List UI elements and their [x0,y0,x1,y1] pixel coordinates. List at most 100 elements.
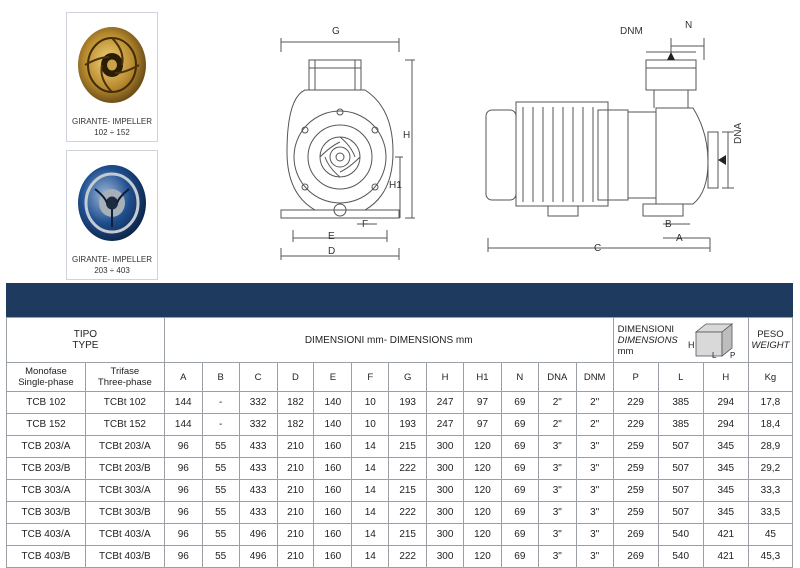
table-cell: 17,8 [747,391,794,414]
table-cell: 2" [537,391,577,414]
impeller-caption-label: GIRANTE- IMPELLER [71,255,152,264]
table-cell: 3" [537,479,577,502]
column-header: B [201,362,240,392]
table-cell: 210 [276,501,315,524]
table-cell: 96 [163,457,203,480]
table-cell: 496 [238,545,278,568]
table-cell: 55 [201,523,240,546]
impeller-thumbnail-steel: GIRANTE- IMPELLER 203 ÷ 403 [66,150,158,280]
table-cell: 69 [500,523,539,546]
table-cell: 210 [276,523,315,546]
table-cell: 421 [702,545,749,568]
table-cell: 345 [702,435,749,458]
table-cell: 96 [163,479,203,502]
table-cell: 96 [163,501,203,524]
box-dimensions-icon: H L P [688,323,735,360]
table-cell: 18,4 [747,413,794,436]
table-cell: 55 [201,457,240,480]
dimension-label-c: C [594,243,602,254]
table-cell: 3" [575,479,614,502]
column-header: L [657,362,704,392]
table-cell: 140 [313,391,353,414]
table-cell: 259 [612,501,659,524]
table-cell: 3" [575,457,614,480]
column-header: Kg [747,362,794,392]
table-cell: 229 [612,413,659,436]
table-cell: 69 [500,479,539,502]
table-cell: 160 [313,545,353,568]
table-cell: 433 [238,479,278,502]
tipo-label: TIPO [73,329,98,340]
tipo-type-header: TIPO TYPE [6,317,165,363]
column-header: DNA [537,362,577,392]
model-three-phase: TCBt 203/B [84,457,165,480]
dimension-label-h: H [403,130,411,141]
table-cell: 69 [500,501,539,524]
table-cell: 28,9 [747,435,794,458]
column-header: DNM [575,362,614,392]
table-cell: 3" [575,435,614,458]
table-cell: 385 [657,391,704,414]
table-cell: 193 [388,413,428,436]
column-header-row: Monofase Single-phase Trifase Three-phas… [6,362,794,392]
dimension-label-e: E [328,231,335,242]
table-cell: 300 [426,545,464,568]
box-dimensions-label-3: mm [617,345,634,357]
column-header: E [313,362,353,392]
table-cell: 2" [575,391,614,414]
table-cell: 3" [575,545,614,568]
table-cell: 160 [313,457,353,480]
table-cell: 69 [500,413,539,436]
table-cell: 259 [612,457,659,480]
model-single-phase: TCB 303/B [6,501,86,524]
trifase-label: Trifase [110,366,140,377]
model-three-phase: TCBt 203/A [84,435,165,458]
table-cell: 120 [463,523,502,546]
table-cell: 3" [537,457,577,480]
table-cell: 55 [201,479,240,502]
model-single-phase: TCB 303/A [6,479,86,502]
box-dimensions-label-2: DIMENSIONS [617,334,678,346]
weight-label: WEIGHT [751,340,790,351]
table-cell: 222 [388,545,428,568]
weight-header: PESO WEIGHT [747,317,794,363]
table-cell: 300 [426,479,464,502]
box-dimensions-label-1: DIMENSIONI [617,323,675,335]
table-cell: 507 [657,435,704,458]
table-cell: 10 [351,391,390,414]
table-cell: 222 [388,457,428,480]
table-cell: 210 [276,545,315,568]
table-cell: 421 [702,523,749,546]
table-cell: 540 [657,545,704,568]
table-cell: 300 [426,457,464,480]
dimension-label-f: F [362,219,369,230]
dimension-label-dnm: DNM [620,26,643,37]
table-cell: 160 [313,501,353,524]
model-three-phase: TCBt 152 [84,413,165,436]
column-header: H1 [463,362,502,392]
table-cell: 433 [238,457,278,480]
table-cell: 120 [463,545,502,568]
table-cell: 345 [702,501,749,524]
steel-impeller-image [78,165,146,241]
single-phase-label: Single-phase [18,377,74,388]
model-three-phase: TCBt 303/B [84,501,165,524]
table-cell: 144 [163,413,203,436]
dimension-label-g: G [332,26,340,37]
table-cell: 14 [351,435,390,458]
model-three-phase: TCBt 403/A [84,523,165,546]
dimension-label-h1: H1 [389,180,402,191]
model-three-phase: TCBt 303/A [84,479,165,502]
table-cell: 229 [612,391,659,414]
table-cell: 69 [500,435,539,458]
inlet-arrow-icon [718,155,726,165]
monofase-label: Monofase [25,366,67,377]
column-header: H [702,362,749,392]
table-cell: 210 [276,479,315,502]
model-single-phase: TCB 403/A [6,523,86,546]
peso-label: PESO [757,329,784,340]
table-cell: 160 [313,523,353,546]
